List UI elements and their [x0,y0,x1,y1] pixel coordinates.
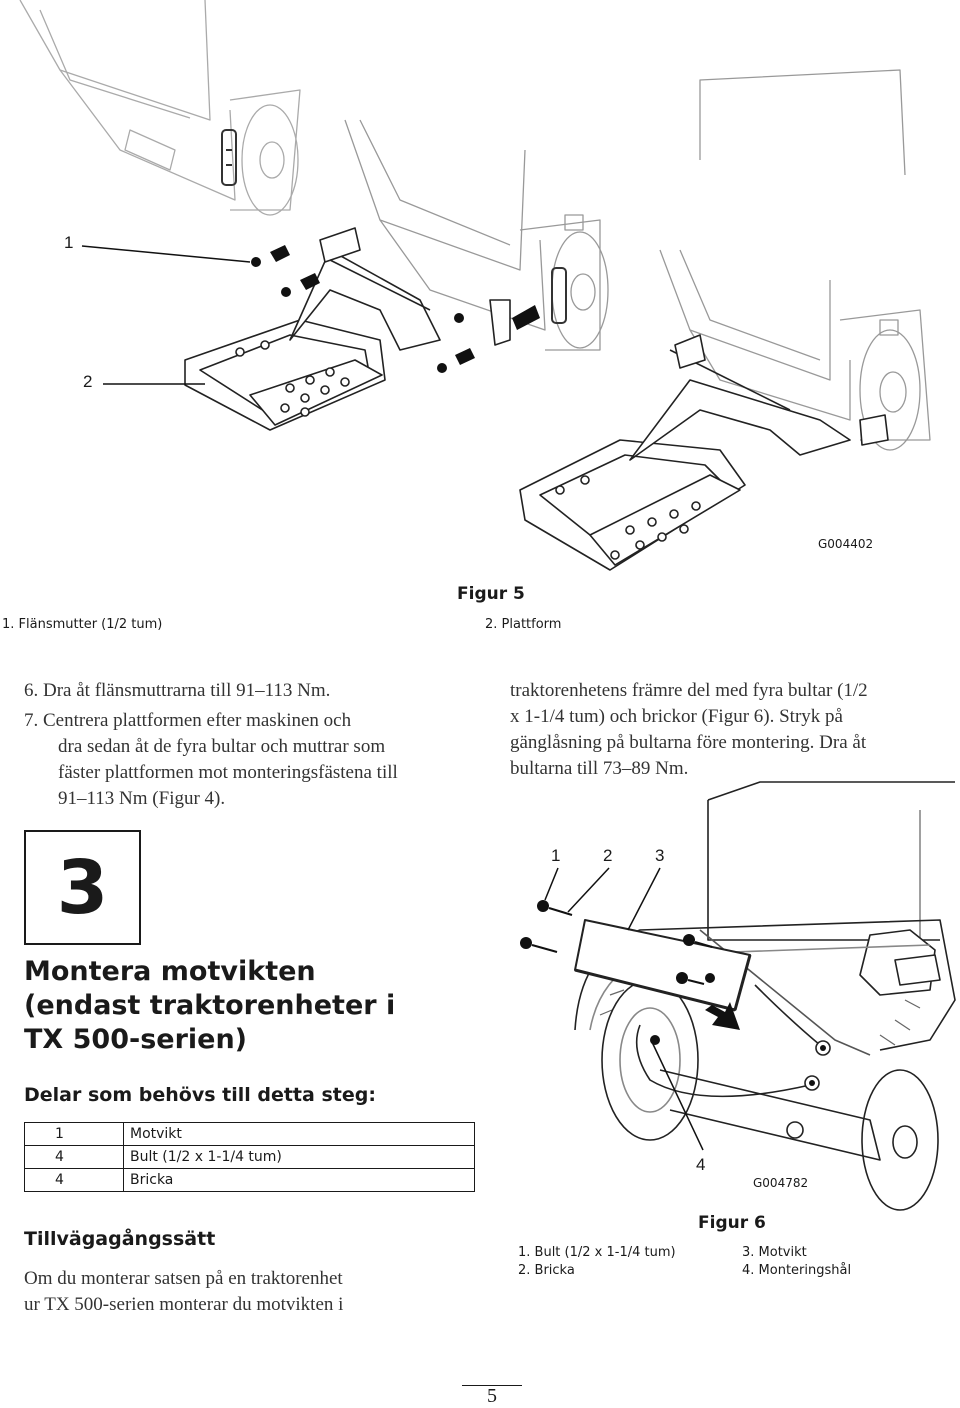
fig5-legend-1: 1. Flänsmutter (1/2 tum) [2,617,163,632]
section-title-line-2: (endast traktorenheter i [24,990,396,1021]
fig6-callout-2: 2 [603,846,613,865]
fig6-code: G004782 [753,1176,809,1190]
right-text-line-1: traktorenhetens främre del med fyra bult… [510,680,868,701]
parts-table: 1 Motvikt 4 Bult (1/2 x 1-1/4 tum) 4 Bri… [24,1122,475,1192]
procedure-heading: Tillvägagångssätt [24,1228,216,1250]
section-title-line-3: TX 500-serien) [24,1024,248,1055]
step-7-line-3: fäster plattformen mot monteringsfästena… [58,762,398,783]
part-item: Bult (1/2 x 1-1/4 tum) [123,1145,475,1169]
page-number-rule [462,1385,522,1386]
fig6-callout-4: 4 [696,1155,706,1174]
fig6-legend-1: 1. Bult (1/2 x 1-1/4 tum) [518,1245,676,1260]
step-7-line-4: 91–113 Nm (Figur 4). [58,788,226,809]
fig6-caption: Figur 6 [698,1213,766,1233]
figure6-illustration [520,781,956,1211]
step-7-line-2: dra sedan åt de fyra bultar och muttrar … [58,736,386,757]
fig5-code: G004402 [818,537,874,551]
procedure-line-2: ur TX 500-serien monterar du motvikten i [24,1294,344,1315]
fig5-legend-2: 2. Plattform [485,617,562,632]
step-6-text: 6. Dra åt flänsmuttrarna till 91–113 Nm. [24,680,331,701]
right-text-line-4: bultarna till 73–89 Nm. [510,758,689,779]
procedure-line-1: Om du monterar satsen på en traktorenhet [24,1268,343,1289]
figure5-illustration [19,0,931,571]
part-qty: 4 [24,1168,124,1192]
section-title-line-1: Montera motvikten [24,956,316,987]
page-number: 5 [487,1385,497,1407]
step-7-line-1: 7. Centrera plattformen efter maskinen o… [24,710,352,731]
step-number-box: 3 [24,830,141,945]
fig6-legend-4: 4. Monteringshål [742,1263,852,1278]
parts-heading: Delar som behövs till detta steg: [24,1084,376,1106]
table-row: 4 Bricka [24,1168,475,1192]
section-title: Montera motvikten (endast traktorenheter… [24,955,444,1057]
right-text-line-3: gänglåsning på bultarna före montering. … [510,732,867,753]
fig6-legend-3: 3. Motvikt [742,1245,807,1260]
fig6-callout-1: 1 [551,846,561,865]
fig6-legend-2: 2. Bricka [518,1263,575,1278]
right-text-line-2: x 1-1/4 tum) och brickor (Figur 6). Stry… [510,706,843,727]
fig5-callout-2: 2 [83,372,93,391]
table-row: 4 Bult (1/2 x 1-1/4 tum) [24,1145,475,1169]
fig5-caption: Figur 5 [457,584,525,604]
fig5-callout-1: 1 [64,233,74,252]
part-item: Bricka [123,1168,475,1192]
fig6-callout-3: 3 [655,846,665,865]
